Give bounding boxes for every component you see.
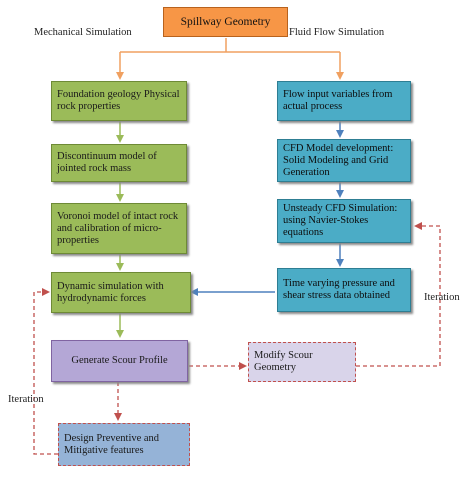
mechanical-step-4: Dynamic simulation with hydrodynamic for… [51, 272, 191, 313]
iteration-left-label: Iteration [8, 394, 44, 405]
iteration-right-label: Iteration [424, 292, 460, 303]
generate-scour-profile-box: Generate Scour Profile [51, 340, 188, 382]
split-connector [116, 38, 344, 80]
fluid-step-2-text: CFD Model development: Solid Modeling an… [283, 142, 394, 178]
fluid-flow-simulation-heading: Fluid Flow Simulation [289, 27, 385, 38]
iteration-loop-left [33, 288, 58, 455]
design-features-text: Design Preventive and Mitigative feature… [64, 432, 160, 456]
fluid-step-4-text: Time varying pressure and shear stress d… [283, 278, 395, 301]
mechanical-step-1: Foundation geology Physical rock propert… [51, 81, 187, 121]
mechanical-step-4-text: Dynamic simulation with hydrodynamic for… [57, 280, 164, 304]
mechanical-step-3: Voronoi model of intact rock and calibra… [51, 203, 187, 254]
fluid-step-1-text: Flow input variables from actual process [283, 89, 393, 112]
mechanical-step-2: Discontinuum model of jointed rock mass [51, 144, 187, 182]
fluid-step-4: Time varying pressure and shear stress d… [277, 268, 411, 312]
iteration-loop-right [356, 222, 441, 367]
mechanical-step-3-text: Voronoi model of intact rock and calibra… [57, 210, 179, 246]
spillway-geometry-text: Spillway Geometry [180, 16, 271, 28]
fluid-step-3: Unsteady CFD Simulation: using Navier-St… [277, 199, 411, 243]
mechanical-step-1-text: Foundation geology Physical rock propert… [57, 89, 180, 112]
modify-scour-geometry-box: Modify Scour Geometry [248, 342, 356, 382]
fluid-step-1: Flow input variables from actual process [277, 81, 411, 121]
fluid-step-3-text: Unsteady CFD Simulation: using Navier-St… [283, 203, 398, 238]
spillway-geometry-box: Spillway Geometry [163, 7, 288, 37]
mechanical-step-2-text: Discontinuum model of jointed rock mass [57, 151, 157, 174]
design-features-box: Design Preventive and Mitigative feature… [58, 423, 190, 466]
generate-scour-profile-text: Generate Scour Profile [71, 355, 168, 366]
fluid-step-2: CFD Model development: Solid Modeling an… [277, 139, 411, 182]
modify-scour-geometry-text: Modify Scour Geometry [254, 350, 313, 373]
mechanical-simulation-heading: Mechanical Simulation [34, 27, 132, 38]
